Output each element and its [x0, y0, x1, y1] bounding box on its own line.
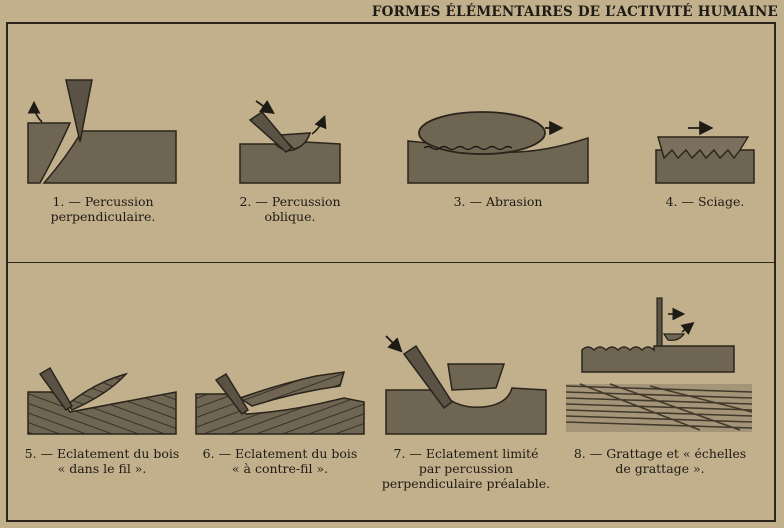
figure-1-percussion-perpendiculaire	[27, 79, 177, 184]
figure-6-caption: 6. — Eclatement du bois « à contre-fil »…	[202, 446, 358, 476]
figure-2-percussion-oblique	[239, 99, 341, 184]
page-title: FORMES ÉLÉMENTAIRES DE L’ACTIVITÉ HUMAIN…	[371, 4, 778, 20]
figure-5-caption: 5. — Eclatement du bois « dans le fil ».	[24, 446, 180, 476]
row-divider	[6, 262, 776, 263]
figure-1-caption: 1. — Percussion perpendiculaire.	[50, 194, 156, 224]
figure-3-caption: 3. — Abrasion	[453, 194, 543, 209]
figure-8-grattage	[565, 297, 753, 432]
figure-4-sciage	[655, 120, 755, 184]
figure-3-abrasion	[407, 111, 589, 184]
figure-8-caption: 8. — Grattage et « échelles de grattage …	[573, 446, 747, 476]
figure-7-caption: 7. — Eclatement limité par percussion pe…	[381, 446, 551, 491]
figure-4-caption: 4. — Sciage.	[665, 194, 745, 209]
plate-frame	[6, 22, 776, 522]
figure-5-eclatement-dans-le-fil	[27, 366, 177, 435]
figure-6-eclatement-a-contre-fil	[195, 371, 365, 435]
figure-7-eclatement-limite	[385, 335, 547, 435]
figure-2-caption: 2. — Percussion oblique.	[239, 194, 341, 224]
